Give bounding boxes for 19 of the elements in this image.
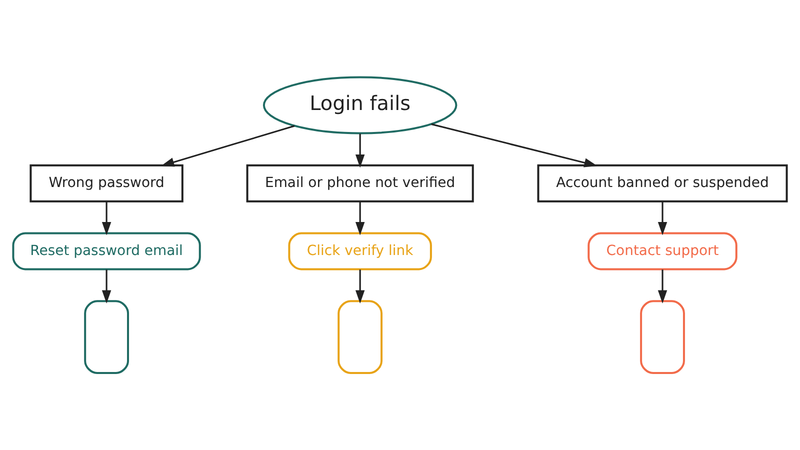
node-box: Reset password email — [12, 232, 201, 270]
node-box: Email or phone not verified — [246, 164, 474, 202]
arrow — [431, 123, 598, 168]
node-box: Contact support — [588, 232, 738, 270]
node-phone — [640, 300, 685, 374]
arrow — [160, 125, 295, 167]
arrow — [102, 202, 112, 236]
arrow — [658, 270, 668, 304]
arrow — [658, 202, 668, 236]
node-box: Click verify link — [288, 232, 432, 270]
node-box: Wrong password — [30, 164, 184, 202]
arrow — [355, 270, 365, 304]
arrow — [102, 270, 112, 304]
node-phone — [338, 300, 383, 374]
arrow — [355, 202, 365, 236]
arrow — [355, 134, 365, 168]
node-box: Account banned or suspended — [537, 164, 788, 202]
node-phone — [84, 300, 129, 374]
node-ellipse: Login fails — [262, 76, 458, 134]
